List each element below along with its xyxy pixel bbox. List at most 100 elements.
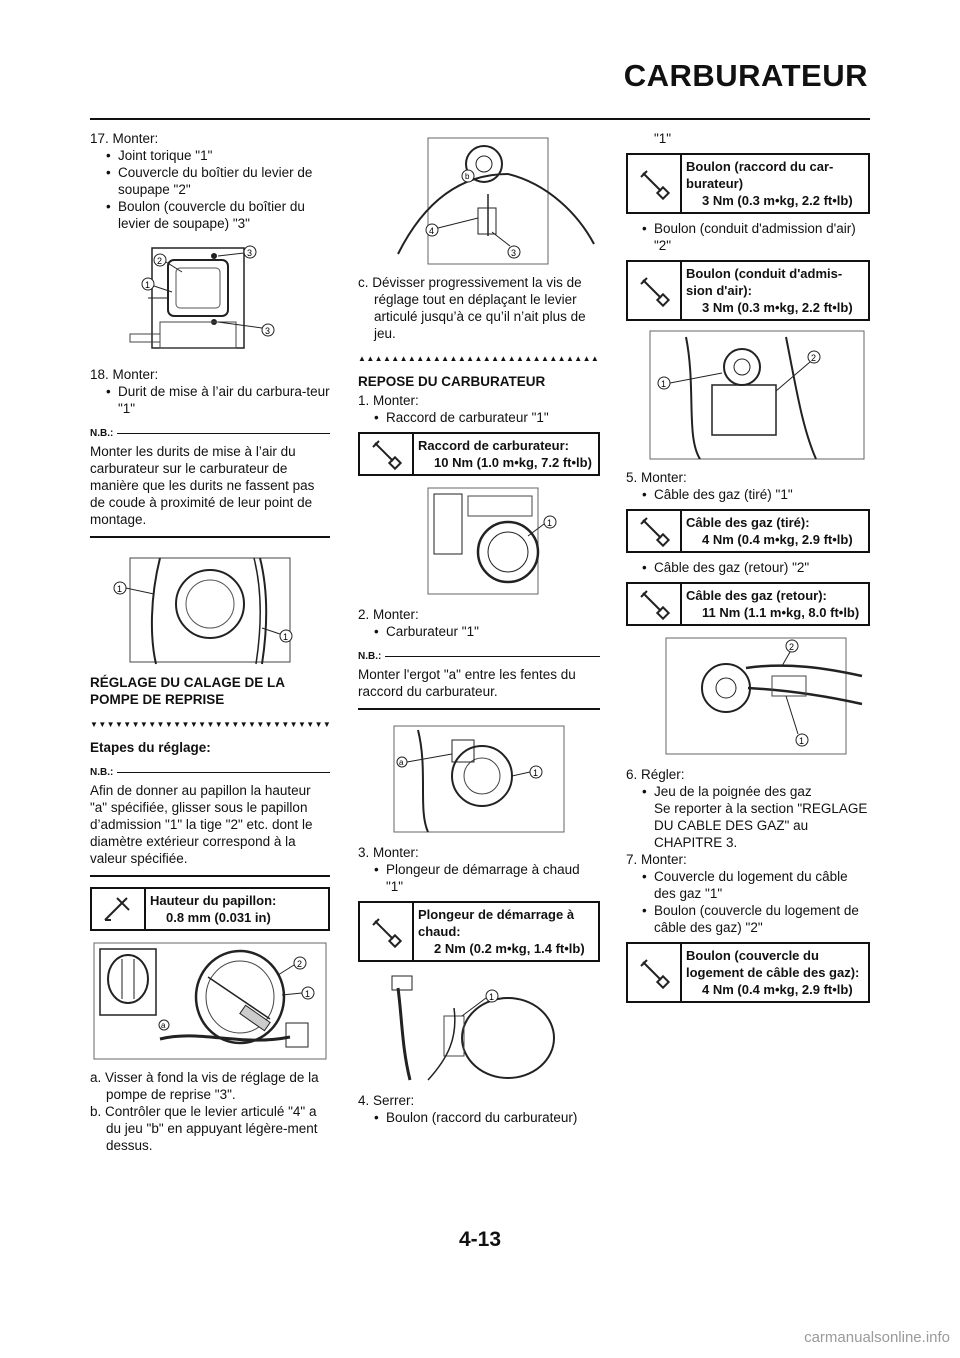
- spec-title: Câble des gaz (tiré):: [686, 515, 810, 530]
- step-3: 3. Monter:: [358, 845, 419, 860]
- spec-title: Boulon (couvercle du logement de câble d…: [686, 948, 860, 980]
- callout-label: 3: [511, 248, 516, 258]
- spec-value: 10 Nm (1.0 m•kg, 7.2 ft•lb): [434, 455, 592, 470]
- callout-label: 1: [145, 280, 150, 290]
- nb-note: N.B.: Afin de donner au papillon la haut…: [90, 764, 330, 877]
- figure-throttle-cables: 2 1: [626, 632, 870, 760]
- spec-value: 4 Nm (0.4 m•kg, 2.9 ft•lb): [702, 532, 853, 547]
- torque-wrench-icon: [360, 903, 414, 960]
- step-18: 18. Monter:: [90, 367, 159, 382]
- spec-box: Câble des gaz (retour): 11 Nm (1.1 m•kg,…: [626, 582, 870, 626]
- figure-hot-start-plunger: 1: [358, 968, 600, 1086]
- bullet: Câble des gaz (retour) "2": [626, 559, 870, 576]
- step-6: 6. Régler:: [626, 767, 685, 782]
- callout-label: 3: [247, 248, 252, 258]
- spec-value: 11 Nm (1.1 m•kg, 8.0 ft•lb): [702, 605, 860, 620]
- callout-label: 2: [811, 353, 816, 363]
- torque-wrench-icon: [628, 511, 682, 551]
- bullet: Raccord de carburateur "1": [358, 409, 600, 426]
- callout-label: b: [465, 172, 470, 181]
- torque-wrench-icon: [360, 434, 414, 474]
- spec-value: 0.8 mm (0.031 in): [166, 910, 271, 925]
- callout-label: 2: [157, 256, 162, 266]
- callout-label: 1: [283, 632, 288, 642]
- triangle-down-marker: ▼▼▼▼▼▼▼▼▼▼▼▼▼▼▼▼▼▼▼▼▼▼▼▼▼▼▼▼▼▼▼▼▼▼: [90, 720, 330, 729]
- page-number: 4-13: [458, 1228, 502, 1251]
- callout-label: 1: [533, 768, 538, 778]
- column-3: "1" Boulon (raccord du car-burateur) 3 N…: [626, 130, 870, 1009]
- sub-heading: Etapes du réglage:: [90, 740, 211, 755]
- callout-label: 1: [117, 584, 122, 594]
- nb-text: Monter les durits de mise à l’air du car…: [90, 444, 315, 527]
- spec-box: Boulon (conduit d'admis-sion d'air): 3 N…: [626, 260, 870, 321]
- nb-note: N.B.: Monter l'ergot "a" entre les fente…: [358, 648, 600, 710]
- reference-text: Se reporter à la section "REGLAGE DU CAB…: [654, 801, 868, 850]
- section-heading: RÉGLAGE DU CALAGE DE LA POMPE DE REPRISE: [90, 675, 285, 707]
- step-4: 4. Serrer:: [358, 1093, 415, 1108]
- bullet: Boulon (raccord du carburateur): [358, 1109, 600, 1126]
- spec-box: Boulon (couvercle du logement de câble d…: [626, 942, 870, 1003]
- spec-box: Raccord de carburateur: 10 Nm (1.0 m•kg,…: [358, 432, 600, 476]
- callout-label: 3: [265, 326, 270, 336]
- figure-carburetor-joint: 1: [358, 482, 600, 600]
- figure-throttle-height: a 2 1: [90, 937, 330, 1063]
- callout-label: 1: [799, 736, 804, 746]
- spec-value: 3 Nm (0.3 m•kg, 2.2 ft•lb): [702, 193, 853, 208]
- spec-value: 2 Nm (0.2 m•kg, 1.4 ft•lb): [434, 941, 585, 956]
- nb-text: Monter l'ergot "a" entre les fentes du r…: [358, 667, 576, 699]
- spec-value: 3 Nm (0.3 m•kg, 2.2 ft•lb): [702, 300, 853, 315]
- step-7: 7. Monter:: [626, 852, 687, 867]
- step-2: 2. Monter:: [358, 607, 419, 622]
- column-1: 17. Monter: Joint torique "1" Couvercle …: [90, 130, 330, 1154]
- callout-label: a: [399, 758, 404, 767]
- step-17: 17. Monter:: [90, 131, 159, 146]
- bullet: Joint torique "1": [90, 147, 330, 164]
- callout-label: 1: [661, 379, 666, 389]
- torque-wrench-icon: [628, 944, 682, 1001]
- step-5: 5. Monter:: [626, 470, 687, 485]
- bullet: Boulon (couvercle du logement de câble d…: [626, 902, 870, 936]
- step-b: b. Contrôler que le levier articulé "4" …: [90, 1104, 318, 1153]
- spec-box: Hauteur du papillon: 0.8 mm (0.031 in): [90, 887, 330, 931]
- spec-title: Plongeur de démarrage à chaud:: [418, 907, 575, 939]
- torque-wrench-icon: [628, 262, 682, 319]
- nb-note: N.B.: Monter les durits de mise à l’air …: [90, 425, 330, 538]
- callout-label: 1: [305, 989, 310, 999]
- bullet: Plongeur de démarrage à chaud "1": [358, 861, 600, 895]
- spec-title: Raccord de carburateur:: [418, 438, 569, 453]
- section-heading: REPOSE DU CARBURATEUR: [358, 374, 546, 389]
- bullet: Jeu de la poignée des gaz: [626, 783, 870, 800]
- header-rule: [90, 118, 870, 120]
- bullet: Couvercle du logement du câble des gaz "…: [626, 868, 870, 902]
- step-c: c. Dévisser progressivement la vis de ré…: [358, 275, 586, 341]
- watermark: carmanualsonline.info: [804, 1329, 950, 1346]
- spec-value: 4 Nm (0.4 m•kg, 2.9 ft•lb): [702, 982, 853, 997]
- torque-wrench-icon: [628, 155, 682, 212]
- spec-title: Boulon (conduit d'admis-sion d'air):: [686, 266, 843, 298]
- nb-label: N.B.:: [90, 428, 114, 439]
- spec-title: Câble des gaz (retour):: [686, 588, 827, 603]
- nb-text: Afin de donner au papillon la hauteur "a…: [90, 783, 313, 866]
- callout-label: 1: [547, 518, 552, 528]
- callout-label: 2: [789, 642, 794, 652]
- bullet: Câble des gaz (tiré) "1": [626, 486, 870, 503]
- figure-valve-lever-cover: 2 1 3 3: [90, 238, 330, 360]
- page-title: CARBURATEUR: [623, 58, 868, 93]
- callout-label: 2: [297, 959, 302, 969]
- nb-label: N.B.:: [358, 651, 382, 662]
- figure-vent-hoses: 1 1: [90, 548, 330, 668]
- spec-box: Câble des gaz (tiré): 4 Nm (0.4 m•kg, 2.…: [626, 509, 870, 553]
- spec-box: Boulon (raccord du car-burateur) 3 Nm (0…: [626, 153, 870, 214]
- bullet: Couvercle du boîtier du levier de soupap…: [90, 164, 330, 198]
- bullet: Boulon (conduit d'admission d'air) "2": [626, 220, 870, 254]
- bullet: Durit de mise à l’air du carbura-teur "1…: [90, 383, 330, 417]
- measure-caliper-icon: [92, 889, 146, 929]
- triangle-up-marker: ▲▲▲▲▲▲▲▲▲▲▲▲▲▲▲▲▲▲▲▲▲▲▲▲▲▲▲▲▲▲▲▲▲▲: [358, 354, 600, 363]
- figure-accelerator-pump: b 4 3: [358, 134, 600, 268]
- bullet: Carburateur "1": [358, 623, 600, 640]
- step-a: a. Visser à fond la vis de réglage de la…: [90, 1070, 319, 1102]
- bullet: Boulon (couvercle du boîtier du levier d…: [90, 198, 330, 232]
- callout-label: a: [161, 1021, 166, 1030]
- callout-label: 1: [489, 992, 494, 1002]
- spec-title: Hauteur du papillon:: [150, 893, 277, 908]
